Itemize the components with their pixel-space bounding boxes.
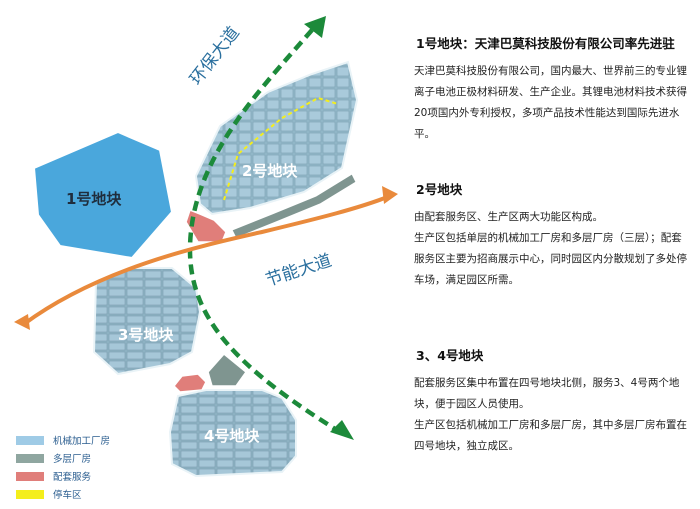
- legend-swatch: [16, 489, 44, 499]
- legend: 机械加工厂房 多层厂房 配套服务 停车区: [16, 432, 110, 504]
- section-paragraph: 生产区包括机械加工厂房和多层厂房，其中多层厂房布置在四号地块，独立成区。: [414, 419, 687, 452]
- section-paragraph: 配套服务区集中布置在四号地块北侧，服务3、4号两个地块，便于园区人员使用。: [414, 377, 680, 410]
- section-paragraph: 天津巴莫科技股份有限公司，国内最大、世界前三的专业锂离子电池正极材料研发、生产企…: [414, 65, 687, 140]
- huanbao-road-arrow-south: [330, 420, 354, 440]
- site-plan-map: 环保大道 节能大道 1号地块 2号地块 3号地块 4号地块: [14, 16, 398, 478]
- section-paragraph: 由配套服务区、生产区两大功能区构成。: [414, 211, 603, 223]
- legend-label: 多层厂房: [53, 454, 92, 465]
- huanbao-road-label: 环保大道: [186, 23, 244, 89]
- plot-2-multistorey-strip: [231, 173, 357, 239]
- plot-3-area: [92, 267, 202, 376]
- legend-item-service: 配套服务: [16, 468, 110, 484]
- legend-swatch: [16, 453, 44, 463]
- legend-label: 配套服务: [53, 472, 92, 483]
- huanbao-road-arrow-north: [304, 16, 326, 38]
- section-plot-2: 2号地块 由配套服务区、生产区两大功能区构成。 生产区包括单层的机械加工厂房和多…: [402, 182, 692, 291]
- section-plot-3-4: 3、4号地块 配套服务区集中布置在四号地块北侧，服务3、4号两个地块，便于园区人…: [402, 348, 692, 457]
- section-paragraph: 生产区包括单层的机械加工厂房和多层厂房（三层）；配套服务区主要为招商展示中心，同…: [414, 232, 687, 286]
- jieneng-road: [22, 194, 391, 326]
- plot-1-area: [32, 130, 174, 260]
- jieneng-road-arrow-west: [14, 314, 30, 330]
- legend-item-machining: 机械加工厂房: [16, 432, 110, 448]
- section-plot-1: 1号地块：天津巴莫科技股份有限公司率先进驻 天津巴莫科技股份有限公司，国内最大、…: [402, 36, 692, 145]
- legend-swatch: [16, 471, 44, 481]
- plot-2-service-area: [185, 209, 227, 243]
- section-title: 1号地块：天津巴莫科技股份有限公司率先进驻: [416, 36, 675, 51]
- legend-item-parking: 停车区: [16, 486, 110, 502]
- jieneng-road-arrow-east: [382, 186, 398, 204]
- plot-2-label: 2号地块: [242, 162, 298, 180]
- legend-label: 机械加工厂房: [53, 436, 111, 447]
- plot-2-area: [194, 60, 359, 216]
- plot-4-multistorey-area: [207, 352, 248, 387]
- section-title: 2号地块: [416, 182, 463, 197]
- plot-3-label: 3号地块: [118, 326, 174, 344]
- plot-4-service-area: [172, 373, 207, 393]
- jieneng-road-label: 节能大道: [263, 251, 334, 291]
- plot-1-label: 1号地块: [66, 190, 122, 208]
- plot-4-label: 4号地块: [204, 427, 260, 445]
- legend-label: 停车区: [53, 490, 82, 501]
- legend-swatch: [16, 435, 44, 445]
- section-title: 3、4号地块: [416, 348, 484, 363]
- plot-4-area: [168, 389, 297, 478]
- legend-item-multistorey: 多层厂房: [16, 450, 110, 466]
